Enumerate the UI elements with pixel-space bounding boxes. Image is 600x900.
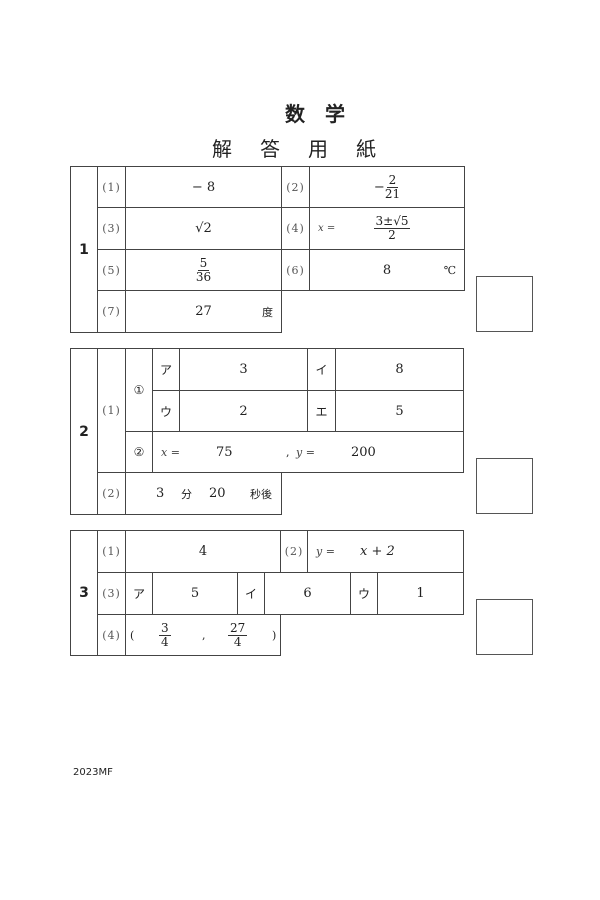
answer-cell: 6 (264, 572, 351, 615)
question-label: (7) (97, 290, 126, 333)
answer-cell: − 8 (125, 166, 282, 208)
question-label: (3) (97, 207, 126, 250)
blank-label: ウ (152, 390, 180, 432)
question-label: (5) (97, 249, 126, 291)
question-label: (1) (97, 530, 126, 573)
answer-cell: 5 (335, 390, 464, 432)
question-label: (1) (97, 166, 126, 208)
blank-label: ア (125, 572, 153, 615)
minutes-unit: 分 (181, 487, 192, 501)
seconds-unit: 秒後 (250, 487, 272, 501)
unit: ℃ (443, 263, 456, 277)
answer-cell: √2 (125, 207, 282, 250)
y-value: 200 (351, 444, 376, 460)
answer-cell: 2 (179, 390, 308, 432)
unit: 度 (262, 305, 273, 319)
numerator: 5 (197, 255, 210, 271)
denominator: 2 (388, 228, 396, 242)
answer-value: 27 (195, 304, 212, 319)
separator: , (202, 628, 206, 642)
numerator: 2 (386, 172, 399, 188)
question-label: (2) (281, 166, 310, 208)
separator: , (286, 445, 290, 459)
score-box (476, 276, 533, 332)
score-box (476, 599, 533, 655)
answer-cell: 3 (179, 348, 308, 391)
question-label: (1) (97, 348, 126, 473)
question-label: (4) (97, 614, 126, 656)
blank-label: エ (307, 390, 336, 432)
blank-label: イ (307, 348, 336, 391)
answer-cell: x = 75 , y = 200 (152, 431, 464, 473)
section-number: 2 (70, 348, 98, 515)
seconds-value: 20 (209, 486, 226, 501)
open-paren: ( (130, 628, 135, 642)
y-numerator: 27 (228, 620, 248, 636)
x-label: x = (161, 445, 180, 459)
denominator: 36 (195, 269, 212, 284)
prefix: x = (318, 223, 336, 234)
page-subtitle: 解 答 用 紙 (212, 137, 380, 161)
question-label: (4) (281, 207, 310, 250)
question-label: (2) (280, 530, 308, 573)
section-number: 1 (70, 166, 98, 333)
minutes-value: 3 (156, 486, 165, 501)
x-numerator: 3 (159, 620, 171, 636)
answer-value: x + 2 (360, 544, 395, 559)
answer-cell: 1 (377, 572, 464, 615)
blank-label: イ (237, 572, 265, 615)
x-denominator: 4 (161, 634, 169, 649)
sub-label: ② (125, 431, 153, 473)
x-value: 75 (216, 444, 233, 460)
numerator: 3±√5 (373, 214, 411, 229)
score-box (476, 458, 533, 514)
answer-value: 8 (382, 262, 392, 278)
y-denominator: 4 (233, 634, 242, 649)
answer-cell: 5 (152, 572, 238, 615)
answer-cell: 4 (125, 530, 281, 573)
blank-label: ア (152, 348, 180, 391)
answer-cell: 27 度 (125, 290, 282, 333)
answer-cell: y = x + 2 (307, 530, 464, 573)
denominator: 21 (384, 186, 401, 201)
y-label: y = (296, 445, 315, 459)
answer-cell: 8℃ (309, 249, 465, 291)
blank-label: ウ (350, 572, 378, 615)
question-label: (2) (97, 472, 126, 515)
answer-cell: 8 (335, 348, 464, 391)
page-title: 数 学 (285, 102, 345, 126)
answer-cell: 3 分 20 秒後 (125, 472, 282, 515)
section-number: 3 (70, 530, 98, 656)
sign: − (373, 179, 385, 195)
question-label: (6) (281, 249, 310, 291)
sub-label: ① (125, 348, 153, 432)
prefix: y = (316, 545, 335, 558)
footer-code: 2023MF (73, 767, 113, 778)
close-paren: ) (272, 628, 277, 642)
question-label: (3) (97, 572, 126, 615)
